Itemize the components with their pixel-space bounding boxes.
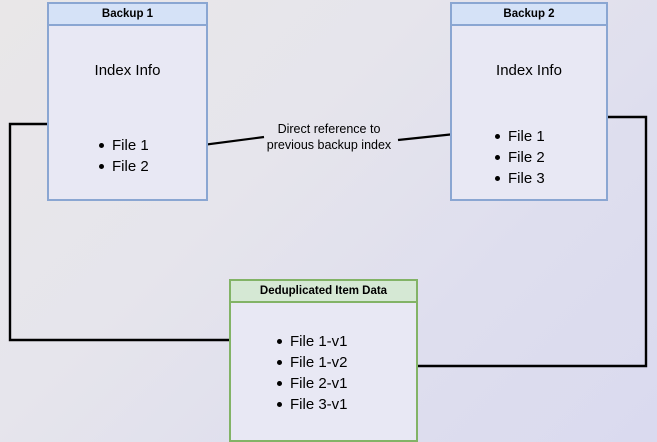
list-item: File 2-v1	[276, 373, 348, 394]
list-item: File 2	[494, 147, 545, 168]
node-dedup-header: Deduplicated Item Data	[231, 281, 416, 303]
list-item: File 2	[98, 156, 149, 177]
node-backup-2[interactable]: Backup 2 Index Info File 1 File 2 File 3	[450, 2, 608, 201]
node-backup-1-header: Backup 1	[49, 4, 206, 26]
node-backup-1-body: Index Info File 1 File 2	[49, 26, 206, 199]
node-backup-2-body: Index Info File 1 File 2 File 3	[452, 26, 606, 199]
backup-2-index-info-label: Index Info	[496, 62, 562, 79]
list-item: File 3-v1	[276, 394, 348, 415]
list-item: File 1-v1	[276, 331, 348, 352]
list-item: File 1-v2	[276, 352, 348, 373]
edge-label-direct-reference: Direct reference to previous backup inde…	[266, 122, 392, 152]
list-item: File 1	[98, 135, 149, 156]
node-deduplicated-item-data[interactable]: Deduplicated Item Data File 1-v1 File 1-…	[229, 279, 418, 442]
backup-1-index-info-label: Index Info	[94, 62, 161, 79]
backup-1-file-list: File 1 File 2	[98, 135, 149, 177]
node-backup-2-header: Backup 2	[452, 4, 606, 26]
list-item: File 3	[494, 168, 545, 189]
node-dedup-body: File 1-v1 File 1-v2 File 2-v1 File 3-v1	[231, 303, 416, 440]
list-item: File 1	[494, 126, 545, 147]
dedup-file-list: File 1-v1 File 1-v2 File 2-v1 File 3-v1	[276, 331, 348, 415]
backup-2-file-list: File 1 File 2 File 3	[494, 126, 545, 189]
node-backup-1[interactable]: Backup 1 Index Info File 1 File 2	[47, 2, 208, 201]
